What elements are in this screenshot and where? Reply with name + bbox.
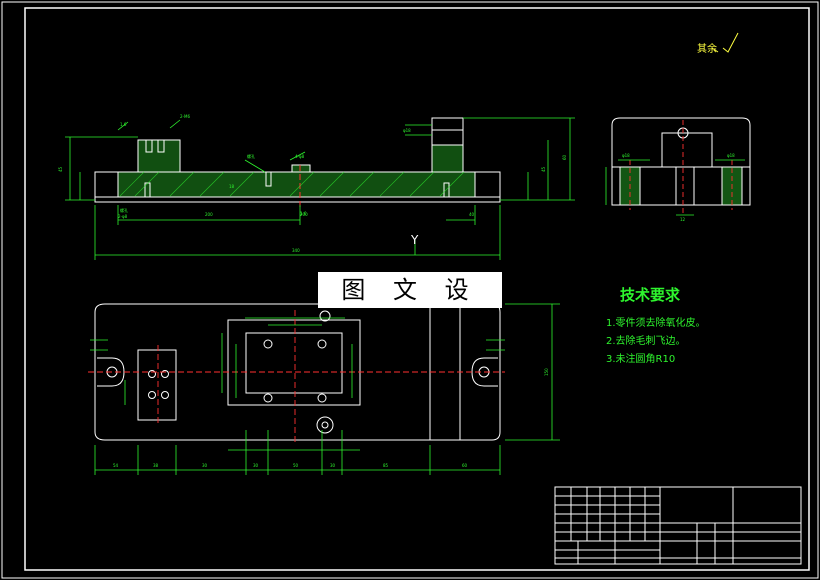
roughness-note: 其余 (697, 44, 717, 55)
top-view-dim-labels: 54 38 30 30 50 30 85 60 150 (113, 368, 549, 468)
section-marker: Y (410, 233, 419, 247)
svg-text:54: 54 (113, 463, 119, 468)
svg-text:200: 200 (205, 212, 213, 217)
top-view-centerlines (88, 310, 505, 445)
tech-requirements-title: 技术要求 (620, 286, 681, 304)
front-view-dimensions (65, 117, 575, 260)
tech-requirement-item: 1.零件须去除氧化皮。 (606, 318, 706, 329)
side-view-dimensions (605, 159, 745, 216)
svg-text:150: 150 (544, 368, 549, 376)
front-view-dim-labels: 340 200 200 40 45 60 45 2-M6 1.6 螺孔 4-φ8… (58, 114, 567, 253)
svg-text:12: 12 (680, 217, 686, 222)
inner-frame (24, 7, 810, 571)
svg-text:2-M6: 2-M6 (180, 114, 190, 119)
svg-text:螺孔: 螺孔 (247, 153, 255, 159)
roughness-symbol-icon (711, 32, 739, 53)
svg-text:85: 85 (383, 463, 389, 468)
side-view-centerlines (629, 120, 733, 215)
svg-text:340: 340 (292, 248, 300, 253)
front-view (94, 117, 501, 210)
svg-text:1.6: 1.6 (120, 122, 127, 127)
svg-text:18: 18 (229, 184, 235, 189)
watermark: 图 文 设 计 (318, 272, 502, 340)
front-view-hatch (119, 171, 465, 197)
svg-text:30: 30 (330, 463, 336, 468)
svg-text:45: 45 (541, 166, 546, 172)
top-view-dimensions (90, 303, 560, 475)
side-view (611, 117, 751, 206)
svg-text:30: 30 (253, 463, 259, 468)
tech-requirements-list: 1.零件须去除氧化皮。 2.去除毛刺飞边。 3.未注圆角R10 (606, 315, 706, 369)
svg-text:60: 60 (462, 463, 468, 468)
side-view-dim-labels: φ18 φ18 12 (622, 153, 735, 222)
svg-text:φ18: φ18 (622, 153, 630, 158)
svg-text:45: 45 (58, 166, 63, 172)
tech-requirement-item: 2.去除毛刺飞边。 (606, 336, 686, 347)
svg-text:φ18: φ18 (403, 128, 411, 133)
svg-text:4-φ8: 4-φ8 (295, 154, 305, 159)
svg-text:38: 38 (153, 463, 159, 468)
svg-text:30: 30 (202, 463, 208, 468)
svg-text:螺孔: 螺孔 (120, 207, 128, 213)
tech-requirement-item: 3.未注圆角R10 (606, 354, 676, 365)
svg-text:40: 40 (469, 212, 475, 217)
svg-text:2-φ8: 2-φ8 (118, 214, 128, 219)
svg-text:200: 200 (300, 212, 308, 217)
svg-text:50: 50 (293, 463, 299, 468)
svg-text:1.6: 1.6 (300, 211, 307, 216)
svg-text:60: 60 (562, 154, 567, 160)
title-block (554, 486, 802, 565)
svg-text:φ18: φ18 (727, 153, 735, 158)
